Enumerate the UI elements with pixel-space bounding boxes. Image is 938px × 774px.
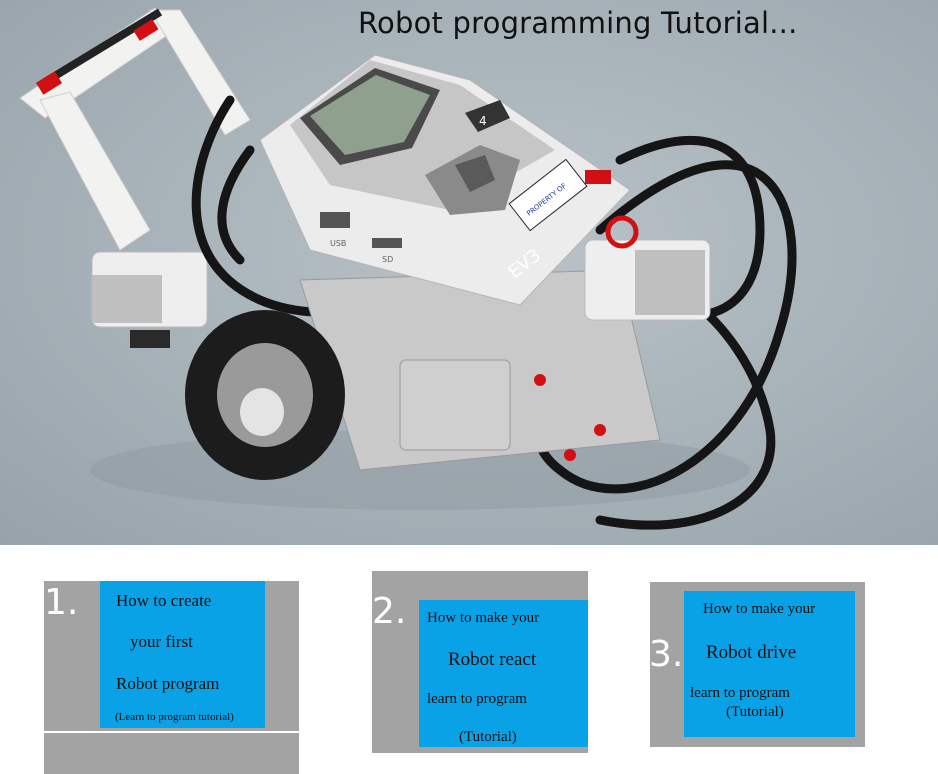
robot-chassis [299,269,661,471]
right-motor [584,215,711,321]
card-2-line-4: (Tutorial) [459,729,517,745]
robot-wheel [185,310,345,480]
card-1-line-1: How to create [116,591,212,610]
card-2-line-3: learn to program [427,691,527,707]
card-3-panel[interactable]: How to make your Robot drive learn to pr… [684,591,855,737]
card-2-panel[interactable]: How to make your Robot react learn to pr… [419,600,588,747]
card-2-line-1: How to make your [427,610,540,626]
usb-label: USB [330,239,346,248]
left-sensor [91,251,208,348]
card-2-number: 2. [372,591,407,632]
property-sticker [508,158,588,232]
card-1-line-4: (Learn to program tutorial) [115,711,234,723]
hero-robot-image: 4 EV3 PROPERTY OF USB SD Robot programmi… [0,0,938,545]
card-1-line-2: your first [130,632,193,651]
card-3-line-3: learn to program [690,685,790,701]
ev3-robot-illustration: 4 EV3 PROPERTY OF USB SD [19,7,797,530]
card-1-number: 1. [44,582,79,623]
card-1-panel[interactable]: How to create your first Robot program (… [100,581,265,728]
page-title: Robot programming Tutorial... [358,6,798,40]
card-3-line-2: Robot drive [706,642,797,663]
card-3-line-1: How to make your [703,601,816,617]
card-1-line-3: Robot program [116,674,220,693]
card-3-line-4: (Tutorial) [726,704,784,720]
card-3-number: 3. [649,634,684,675]
card-2-line-2: Robot react [448,649,537,670]
brick-port-label: 4 [479,114,487,128]
sd-label: SD [382,255,393,264]
ev3-brick: 4 EV3 PROPERTY OF USB SD [259,54,631,306]
card-1-bottom-strip [44,733,299,774]
